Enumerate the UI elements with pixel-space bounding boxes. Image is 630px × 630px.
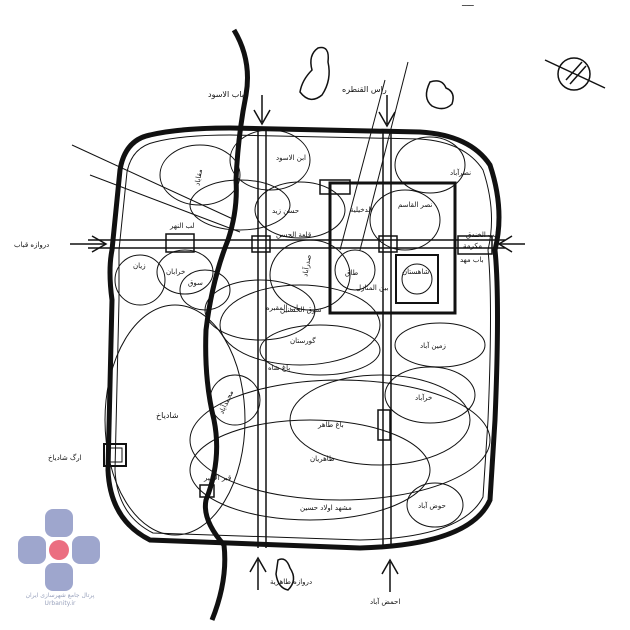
label-baghsah: باغ شاه [268, 364, 290, 372]
blob-north [299, 46, 330, 101]
street-cross [88, 239, 505, 249]
blob-south [275, 558, 295, 591]
gate-arrow-north-west [253, 95, 271, 126]
label-mukarrama: مكرمة [463, 242, 482, 250]
blob-northeast [425, 80, 454, 110]
gate-arrow-south-west [249, 556, 267, 590]
label-nasrabad: نصرآباد [450, 168, 471, 177]
top-marks: ـــــ [461, 0, 474, 8]
label-qubr-alamir: قبر الامير [203, 474, 231, 482]
label-lab-alnahr: لب النهر [169, 222, 195, 230]
gate-arrow-west [70, 235, 108, 253]
watermark-caption: پرتال جامع شهرسازی ایران Urbanity.ir [18, 592, 102, 608]
label-ibn-alaswad: ابن الاسود [276, 154, 306, 162]
junction-east [378, 235, 398, 253]
shahristan-enclosure [328, 181, 457, 315]
shadiyakh-fort [103, 443, 127, 467]
street-west [257, 128, 267, 548]
north-arrow-icon [544, 57, 606, 91]
label-bab-alaswad: باب الاسود [208, 90, 244, 99]
junction-west [251, 235, 271, 253]
gate-arrow-east [497, 235, 525, 253]
district-loops [104, 129, 491, 536]
gate-arrow-south-east [381, 558, 399, 592]
citadel [395, 254, 439, 304]
building-north [319, 179, 351, 195]
gate-box-west [165, 233, 195, 253]
label-kharraban: خرابان [166, 268, 185, 276]
label-taq: طاق [345, 269, 359, 277]
label-tahir-area: باغ طاهر [317, 421, 344, 429]
label-tahiriyan: طاهريان [310, 455, 335, 463]
label-bayn-almanazil: بين المنازل [356, 284, 389, 292]
building-south [199, 484, 215, 498]
label-lab-alkhandaq: لب الخندق [466, 231, 497, 239]
label-shadiyakh-fort: ارگ شادياخ [48, 453, 82, 462]
watermark-caption-fa: پرتال جامع شهرسازی ایران [25, 592, 95, 599]
label-maqabad: مقاباد [193, 168, 204, 186]
label-suq: سوق [188, 279, 203, 287]
label-kharabad: خرآباد [415, 393, 432, 402]
label-gurestan: گورستان [290, 336, 316, 345]
watermark-caption-url: Urbanity.ir [44, 600, 76, 607]
label-gate-south-2: احمض آباد [370, 597, 400, 606]
label-gate-east: باب مهد [460, 256, 484, 264]
city-wall [105, 125, 502, 551]
building-center [377, 409, 391, 441]
city-wall-inner [114, 134, 493, 541]
label-gate-west: دروازه قباب [14, 241, 49, 249]
label-mashhad-awlad: مشهد اولاد حسين [300, 504, 352, 512]
label-shadiyakh: شادياخ [156, 411, 179, 420]
shadiyakh-fort-inner [107, 447, 123, 463]
label-zayyan: زيان [133, 262, 146, 270]
label-muhammadabad: محمدآباد [217, 389, 236, 416]
diagonal-roads [71, 61, 409, 251]
label-hawd-abad: حوض آباد [418, 501, 446, 510]
label-bab-almaqbara: باب المقبره [266, 304, 300, 312]
citadel-ring [401, 263, 433, 295]
watermark-logo-icon [18, 509, 100, 591]
label-sadrabad: صدرآباد [300, 254, 313, 277]
label-shahristan: شاهستان [402, 268, 429, 276]
label-dakhiliya: الدخيلية [350, 206, 372, 214]
label-hasan-zayd: حسن زيد [272, 207, 299, 215]
label-nasr-alqasim: نصر القاسم [398, 201, 432, 209]
label-gate-south-1: دروازه طاهرية [270, 578, 312, 586]
gate-arrow-north-east [378, 95, 396, 128]
label-qal-alhasan: قلعة الحسن [276, 231, 311, 239]
river [202, 28, 250, 621]
label-suq-alhasanin: سوق الحسنين [280, 306, 322, 314]
street-east [382, 130, 392, 548]
label-zaminabad: زمين آباد [420, 341, 446, 350]
gate-box-east [457, 235, 493, 255]
label-ras-alqantara: راس القنطره [342, 85, 387, 94]
